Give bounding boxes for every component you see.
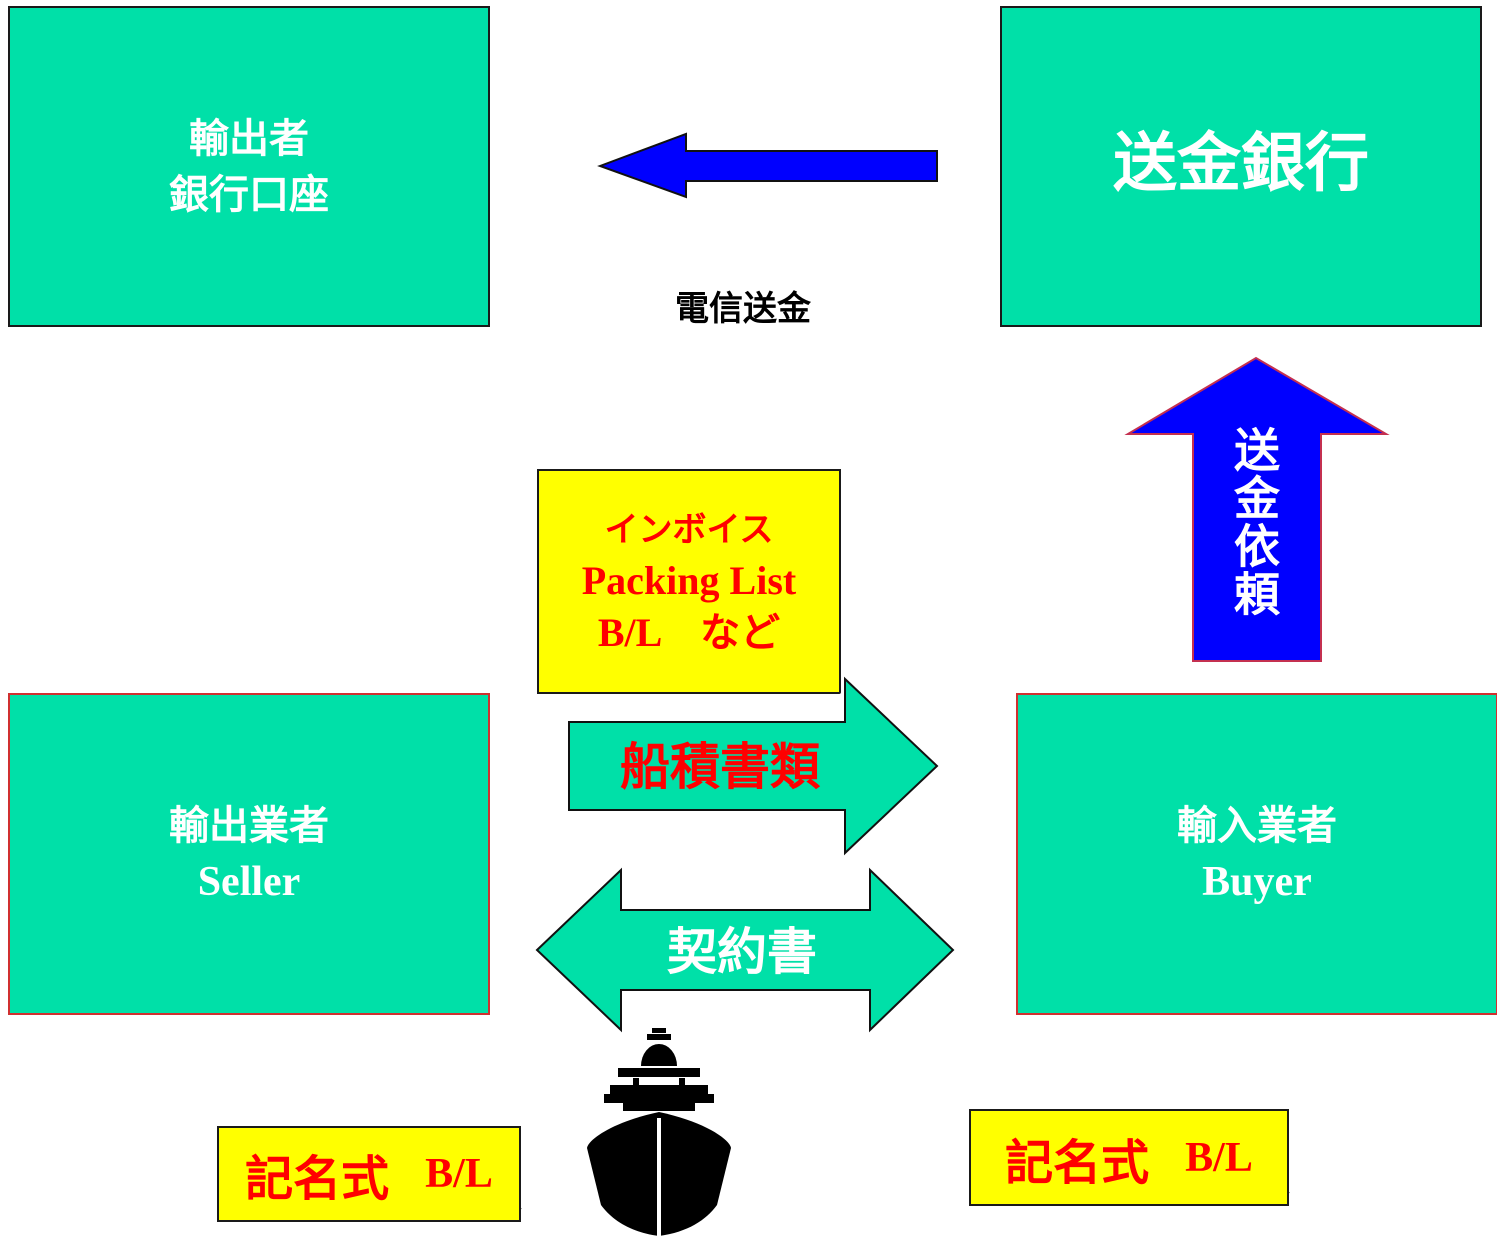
- ship-icon: [587, 1028, 731, 1236]
- wire-transfer-arrow: [597, 132, 938, 199]
- remitting-bank-box: 送金銀行: [1000, 6, 1482, 327]
- buyer-line1: 輸入業者: [1177, 803, 1337, 849]
- seller-line2: Seller: [197, 859, 301, 905]
- bl-left-note: 記名式 B/L: [217, 1126, 521, 1222]
- bl-left-bl: B/L: [425, 1151, 493, 1197]
- documents-note-line2: Packing List: [581, 557, 797, 603]
- exporter-account-line1: 輸出者: [189, 115, 309, 162]
- exporter-account-line2: 銀行口座: [169, 171, 329, 218]
- remit-request-arrow: [1124, 356, 1390, 662]
- documents-note-line1: インボイス: [604, 509, 774, 550]
- exporter-bank-account-box: 輸出者 銀行口座: [8, 6, 490, 327]
- seller-box: 輸出業者 Seller: [8, 693, 490, 1015]
- bl-right-note: 記名式 B/L: [969, 1109, 1289, 1206]
- documents-note: インボイス Packing List B/L など: [537, 469, 841, 694]
- bl-right-kanji: 記名式: [1005, 1134, 1150, 1191]
- contract-label: 契約書: [667, 923, 817, 981]
- seller-line1: 輸出業者: [169, 803, 329, 849]
- shipping-documents-label: 船積書類: [620, 738, 820, 796]
- buyer-line2: Buyer: [1202, 859, 1312, 905]
- remitting-bank-label: 送金銀行: [1113, 126, 1369, 201]
- documents-note-line3: B/L など: [597, 609, 781, 655]
- bl-left-kanji: 記名式: [245, 1151, 390, 1207]
- buyer-box: 輸入業者 Buyer: [1016, 693, 1497, 1015]
- bl-right-bl: B/L: [1185, 1134, 1253, 1181]
- contract-double-arrow: [535, 867, 955, 1033]
- wire-transfer-label: 電信送金: [675, 289, 811, 329]
- remit-request-label: 送金依頼: [1227, 426, 1281, 618]
- shipping-documents-arrow: [568, 676, 939, 856]
